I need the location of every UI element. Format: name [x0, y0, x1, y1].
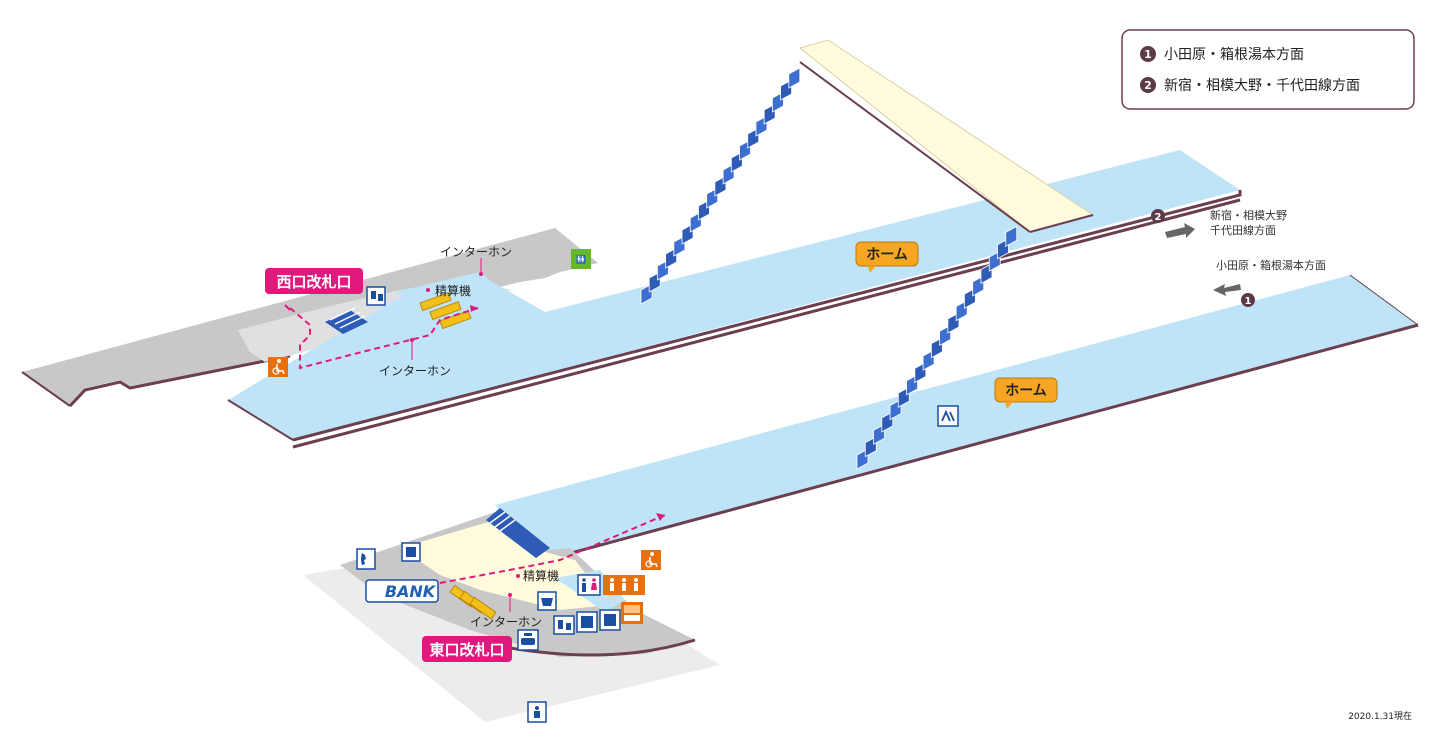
track1-arrow-icon	[1213, 284, 1241, 296]
track2-marker: 2	[1155, 212, 1162, 223]
track1-direction-label: 小田原・箱根湯本方面	[1216, 258, 1326, 272]
elevator-icon	[937, 405, 959, 427]
date-stamp: 2020.1.31現在	[1348, 710, 1412, 722]
track2-direction-line1: 新宿・相模大野	[1210, 208, 1287, 222]
track1-direction: 小田原・箱根湯本方面 1	[1213, 258, 1326, 307]
fare-gates-east	[449, 584, 497, 620]
intercom-label-east: インターホン	[470, 615, 542, 629]
lower-platform-sign: ホーム	[994, 377, 1058, 409]
intercom-label-west-bottom: インターホン	[379, 364, 451, 378]
fare-machine-label-west: 精算機	[435, 283, 471, 298]
stairs-overpass-to-lower-platform	[856, 225, 1018, 470]
bank-label: BANK	[385, 582, 437, 601]
stair-tread	[788, 67, 801, 89]
track2-direction-line2: 千代田線方面	[1210, 223, 1276, 237]
legend-num-2: 2	[1144, 79, 1152, 92]
fare-gates-west	[419, 292, 472, 330]
east-gate-sign: 東口改札口	[422, 636, 512, 662]
upper-platform	[227, 150, 1242, 449]
route-west	[284, 304, 479, 370]
info-icon	[537, 591, 557, 611]
lower-platform-label: ホーム	[1005, 383, 1047, 399]
toilet-icon-west: 🚻	[571, 249, 591, 269]
legend-item-2: 新宿・相模大野・千代田線方面	[1164, 77, 1360, 94]
ticket-vending-icon-east	[576, 611, 598, 633]
svg-text:🚻: 🚻	[576, 254, 586, 264]
legend: 1 小田原・箱根湯本方面 2 新宿・相模大野・千代田線方面	[1121, 29, 1415, 110]
east-gate-label: 東口改札口	[429, 641, 504, 659]
stair-tread	[1005, 225, 1018, 248]
west-gate-label: 西口改札口	[276, 273, 351, 291]
accessible-icon	[268, 357, 288, 377]
overpass	[798, 39, 1095, 233]
tactile-map-icon	[621, 602, 643, 624]
track2-direction: 2 新宿・相模大野 千代田線方面	[1151, 208, 1287, 238]
ic-charge-icon	[553, 615, 575, 635]
west-gate-sign: 西口改札口	[265, 268, 363, 294]
coin-locker-icon	[401, 542, 421, 562]
phone-icon	[356, 548, 376, 570]
legend-item-1: 小田原・箱根湯本方面	[1164, 46, 1304, 63]
intercom-label-west-top: インターホン	[440, 245, 512, 259]
track1-marker: 1	[1245, 296, 1252, 307]
upper-platform-sign: ホーム	[855, 241, 919, 273]
elevator-icon-ground	[527, 701, 547, 723]
stairs-overpass-to-upper-platform	[640, 67, 801, 305]
upper-platform-label: ホーム	[866, 247, 908, 263]
accessible-icon-east	[641, 550, 661, 570]
ticket-vending-icon	[366, 286, 386, 306]
stairs-west-gate	[325, 307, 368, 334]
multi-purpose-toilet-icon	[603, 575, 645, 595]
legend-num-1: 1	[1144, 48, 1152, 61]
bank-icon: BANK	[365, 579, 439, 603]
route-east	[439, 513, 666, 584]
fare-machine-label-east: 精算機	[523, 568, 559, 583]
station-office-icon	[599, 609, 621, 631]
taxi-icon	[517, 629, 539, 651]
toilet-icon	[577, 574, 601, 596]
track2-arrow-icon	[1165, 223, 1195, 238]
stairs-east-gate	[486, 508, 550, 558]
